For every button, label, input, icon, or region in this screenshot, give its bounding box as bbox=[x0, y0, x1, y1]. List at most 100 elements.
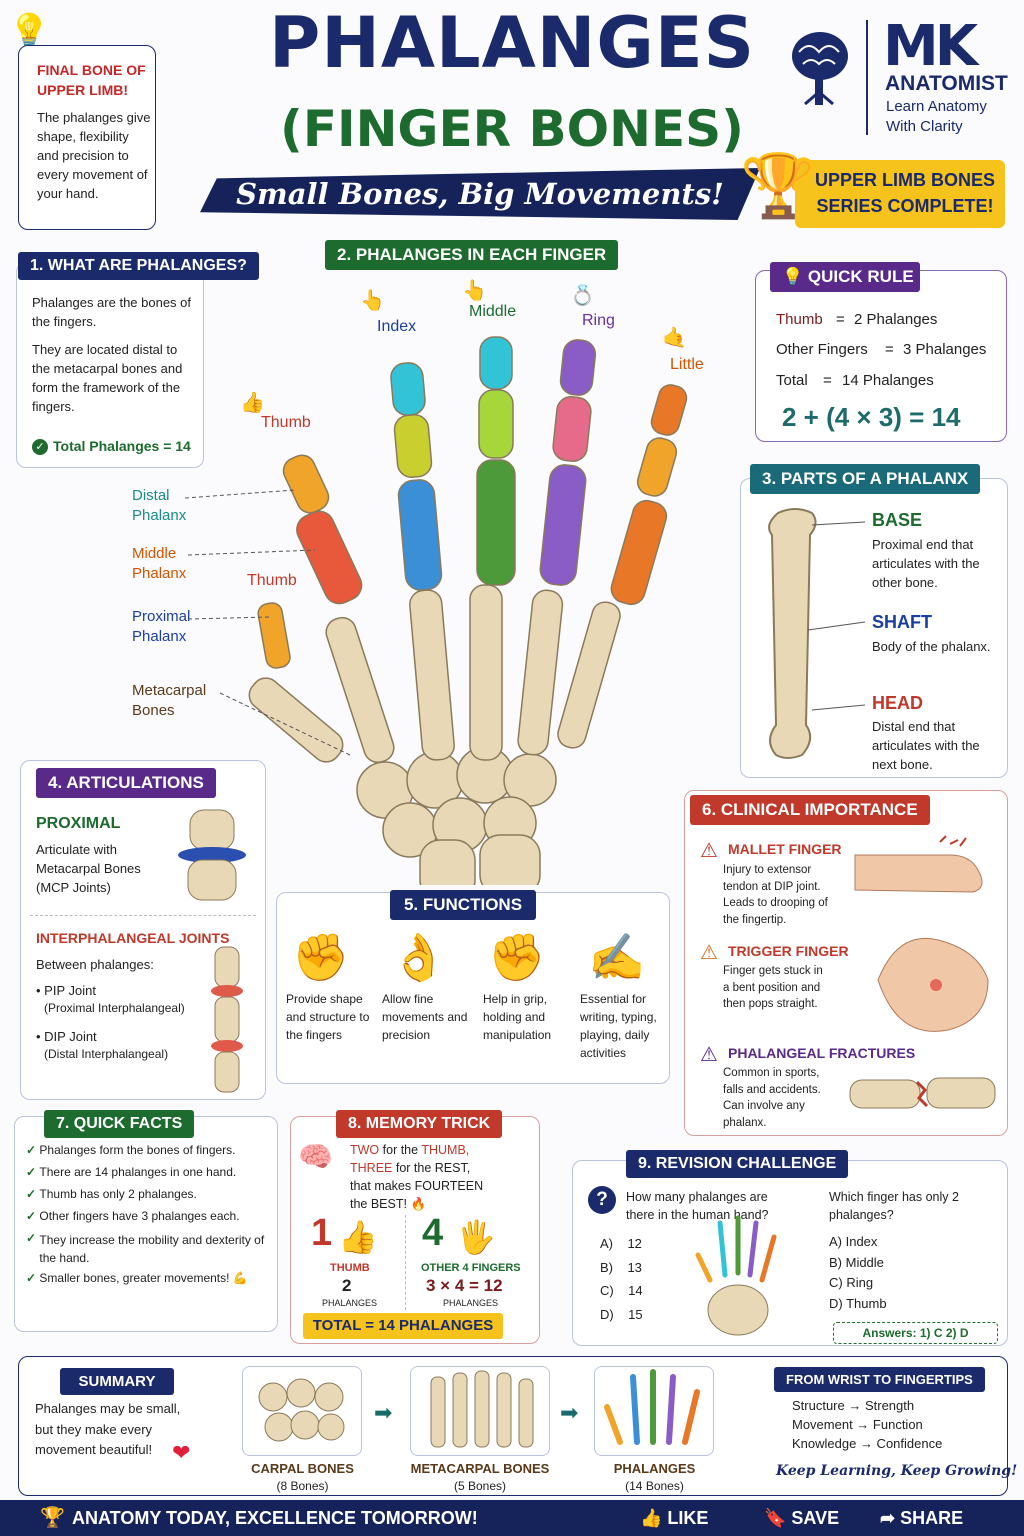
q2-option[interactable]: A) Index bbox=[829, 1234, 878, 1249]
flexed-arm-icon: 💪 bbox=[229, 1271, 248, 1285]
label-thumb: Thumb bbox=[261, 414, 311, 431]
brand-tag1: Learn Anatomy bbox=[886, 98, 987, 115]
summary-text: Phalanges may be small, but they make ev… bbox=[35, 1401, 181, 1457]
writing-hand-icon: ✍ bbox=[588, 931, 646, 983]
mallet-text: Injury to extensor tendon at DIP joint. … bbox=[723, 864, 828, 926]
phalanx-leader-lines bbox=[807, 521, 866, 711]
summary-r1: Structure → Strength bbox=[792, 1398, 915, 1413]
section1-header: 1. WHAT ARE PHALANGES? bbox=[18, 252, 259, 280]
rule-total-value: 14 Phalanges bbox=[842, 372, 934, 389]
q2-option[interactable]: D) Thumb bbox=[829, 1295, 887, 1311]
fact-item: ✓ Phalanges form the bones of fingers. bbox=[26, 1143, 236, 1157]
wrist-to-fingertips-header: FROM WRIST TO FINGERTIPS bbox=[774, 1367, 985, 1392]
section8-header: 8. MEMORY TRICK bbox=[336, 1110, 503, 1138]
metacarpal-image bbox=[410, 1366, 550, 1456]
label-ring: Ring bbox=[582, 312, 615, 329]
q1-option[interactable]: C) 14 bbox=[600, 1283, 643, 1298]
thumb-phalanges: PHALANGES bbox=[322, 1298, 378, 1308]
inter-title: INTERPHALANGEAL JOINTS bbox=[36, 930, 230, 946]
facts-list: ✓ Phalanges form the bones of fingers. ✓… bbox=[26, 1143, 274, 1293]
other-equation: 3 × 4 = 12 bbox=[426, 1276, 503, 1295]
phalanges-count: (14 Bones) bbox=[625, 1479, 684, 1493]
mcp-joint-illustration bbox=[178, 809, 246, 901]
dip-text: (Distal Interphalangeal) bbox=[44, 1047, 169, 1061]
ring-icon: 💍 bbox=[570, 285, 595, 307]
label-middle: Middle bbox=[469, 303, 517, 320]
metacarpal-label: METACARPAL BONES bbox=[410, 1461, 550, 1476]
fracture-illustration bbox=[849, 1077, 996, 1109]
thumb-label: THUMB bbox=[330, 1262, 370, 1274]
page-title: PHALANGES bbox=[268, 2, 756, 84]
function-3: Help in grip, holding and manipulation bbox=[483, 992, 552, 1042]
q2-option[interactable]: C) Ring bbox=[829, 1275, 874, 1290]
phalanx-bone-illustration bbox=[768, 508, 817, 759]
thumb-up-icon: 👍 bbox=[338, 1219, 378, 1255]
brand-divider bbox=[866, 20, 868, 135]
section3-header: 3. PARTS OF A PHALANX bbox=[750, 464, 981, 494]
q1-option[interactable]: B) 13 bbox=[600, 1259, 642, 1275]
pinky-hand-icon: 🤙 bbox=[662, 327, 687, 349]
warning-icon: ⚠ bbox=[700, 840, 718, 862]
pointing-hand-icon: 👆 bbox=[360, 290, 385, 312]
quick-rule-title: QUICK RULE bbox=[807, 267, 914, 286]
label-index: Index bbox=[377, 318, 417, 335]
fracture-title: PHALANGEAL FRACTURES bbox=[728, 1045, 916, 1061]
label-distal: Distal Phalanx bbox=[132, 487, 187, 524]
rule-equation: 2 + (4 × 3) = 14 bbox=[782, 402, 961, 432]
summary-r3: Knowledge → Confidence bbox=[792, 1436, 943, 1451]
final-bone-title: FINAL BONE OF UPPER LIMB! bbox=[37, 62, 146, 98]
brand-tag2: With Clarity bbox=[886, 118, 963, 135]
q1-option[interactable]: D) 15 bbox=[600, 1306, 643, 1322]
heart-icon: ❤ bbox=[172, 1440, 191, 1465]
like-button[interactable]: 👍 LIKE bbox=[640, 1508, 709, 1528]
brand-logo: MK bbox=[883, 14, 978, 79]
save-button[interactable]: 🔖 SAVE bbox=[764, 1508, 840, 1528]
number-one: 1 bbox=[311, 1212, 333, 1254]
summary-header: SUMMARY bbox=[60, 1368, 174, 1395]
share-icon: ➦ bbox=[880, 1508, 901, 1528]
q1-options: A) 12 B) 13 C) 14 D) 15 bbox=[600, 1232, 643, 1326]
warning-icon-2: ⚠ bbox=[700, 942, 718, 964]
share-button[interactable]: ➦ SHARE bbox=[880, 1508, 964, 1528]
memory-line3: that makes FOURTEEN bbox=[350, 1179, 484, 1193]
q1-option[interactable]: A) 12 bbox=[600, 1236, 642, 1251]
trigger-title: TRIGGER FINGER bbox=[728, 943, 849, 959]
section9-header: 9. REVISION CHALLENGE bbox=[626, 1150, 849, 1178]
trigger-finger-illustration bbox=[877, 937, 989, 1032]
label-little: Little bbox=[670, 356, 704, 373]
shaft-text: Body of the phalanx. bbox=[872, 639, 991, 654]
page-subtitle: Small Bones, Big Movements! bbox=[200, 168, 760, 220]
label-metacarpal: Metacarpal Bones bbox=[132, 682, 207, 719]
thumb-count: 2 bbox=[342, 1276, 352, 1295]
rule-other-label: Other Fingers bbox=[776, 341, 868, 358]
label-thumb-2: Thumb bbox=[247, 572, 297, 589]
fact-item: ✓ Smaller bones, greater movements! 💪 bbox=[26, 1271, 248, 1285]
bookmark-icon: 🔖 bbox=[764, 1508, 792, 1528]
thumbs-up-icon: 👍 bbox=[640, 1508, 668, 1528]
rule-total-label: Total bbox=[776, 372, 808, 389]
rule-eq-3: = bbox=[823, 372, 832, 389]
middle-finger-icon: 👆 bbox=[462, 280, 487, 302]
rule-eq-1: = bbox=[836, 311, 845, 328]
function-1: Provide shape and structure to the finge… bbox=[286, 992, 370, 1042]
series-banner bbox=[795, 160, 1005, 228]
quick-rule-box bbox=[755, 270, 1007, 442]
footer-bar: 🏆 ANATOMY TODAY, EXCELLENCE TOMORROW! 👍 … bbox=[0, 1500, 1024, 1536]
trophy-small-icon: 🏆 bbox=[40, 1507, 65, 1529]
pinch-hand-icon: 👌 bbox=[390, 931, 448, 983]
memory-line2: THREE for the REST, bbox=[350, 1161, 471, 1175]
series-line1: UPPER LIMB BONES bbox=[814, 170, 996, 190]
s1-p2: They are located distal to the metacarpa… bbox=[32, 342, 183, 414]
fist-icon: ✊ bbox=[292, 931, 350, 983]
quick-facts-box bbox=[14, 1116, 278, 1332]
bulb-small-icon: 💡 bbox=[782, 267, 808, 286]
base-label: BASE bbox=[872, 510, 923, 530]
head-label: HEAD bbox=[872, 693, 924, 713]
series-line2: SERIES COMPLETE! bbox=[816, 196, 994, 216]
hand-skeleton-illustration bbox=[184, 336, 688, 885]
check-circle-icon: ✓ bbox=[32, 439, 48, 455]
final-bone-text: The phalanges give shape, flexibility an… bbox=[37, 110, 151, 201]
q2-option[interactable]: B) Middle bbox=[829, 1254, 884, 1270]
memory-total: TOTAL = 14 PHALANGES bbox=[303, 1313, 503, 1339]
number-four: 4 bbox=[422, 1212, 444, 1254]
